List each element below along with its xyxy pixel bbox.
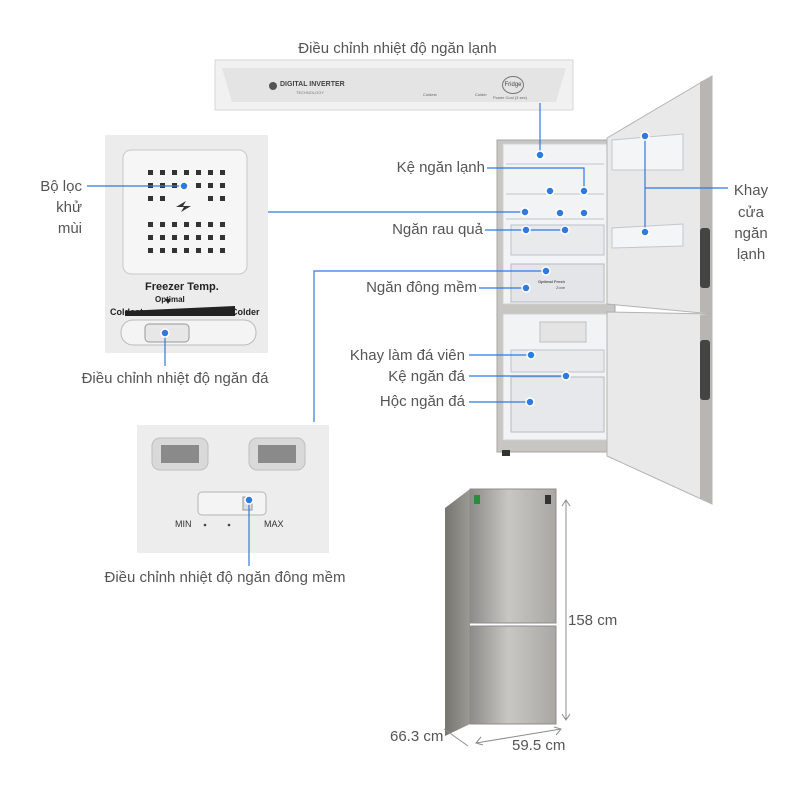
freezer-temp-panel bbox=[105, 135, 268, 353]
label-fridge-control: Điều chỉnh nhiệt độ ngăn lạnh bbox=[298, 40, 497, 57]
label-deodorizer-3: mùi bbox=[57, 220, 82, 237]
callout-dot-door-tray-bottom bbox=[640, 227, 650, 237]
label-soft-freeze: Ngăn đông mềm bbox=[366, 279, 477, 296]
callout-dots bbox=[160, 131, 650, 505]
callout-dot-deodorizer-fridge bbox=[520, 207, 530, 217]
freezer-drawer bbox=[510, 376, 605, 433]
optimal-label: Optimal bbox=[155, 295, 185, 304]
label-door-tray-1: Khay bbox=[733, 182, 769, 199]
drawer-text-line-1: Optimal Fresh bbox=[538, 279, 565, 284]
label-ice-tray: Khay làm đá viên bbox=[349, 347, 465, 364]
label-soft-freeze-control: Điều chỉnh nhiệt độ ngăn đông mềm bbox=[104, 569, 346, 586]
callout-dot-freezer-shelf bbox=[561, 371, 571, 381]
fridge-mode-button[interactable]: Fridge bbox=[502, 76, 524, 94]
callout-dot-soft-freeze bbox=[521, 283, 531, 293]
dimension-lines bbox=[443, 499, 571, 747]
label-door-tray-4: lạnh bbox=[736, 246, 766, 263]
label-deodorizer-1: Bộ lọc bbox=[40, 178, 82, 195]
callout-dot-shelf-3 bbox=[555, 208, 565, 218]
label-door-tray-3: ngăn bbox=[734, 225, 768, 242]
label-door-tray-2: cửa bbox=[738, 204, 764, 221]
label-freezer-shelf: Kệ ngăn đá bbox=[388, 368, 465, 385]
label-freezer-control: Điều chỉnh nhiệt độ ngăn đá bbox=[81, 370, 269, 387]
dimension-width: 59.5 cm bbox=[512, 737, 566, 754]
ice-tray bbox=[510, 349, 605, 373]
colder-label: Colder bbox=[231, 307, 260, 317]
power-cool-label: Power Cool (3 sec) bbox=[493, 95, 528, 100]
min-label: MIN bbox=[175, 519, 192, 529]
closed-fridge-photo bbox=[445, 488, 557, 736]
callout-dot-shelf-1 bbox=[545, 186, 555, 196]
label-deodorizer-2: khử bbox=[56, 199, 82, 216]
drawer-text-line-2: Zone bbox=[556, 285, 566, 290]
callout-dot-soft-control bbox=[244, 495, 254, 505]
freezer-door-open bbox=[606, 311, 713, 505]
panel-colder-label: Colder bbox=[475, 92, 487, 97]
label-freezer-drawer: Hộc ngăn đá bbox=[379, 393, 465, 410]
callout-dot-freezer-control bbox=[160, 328, 170, 338]
callout-dot-door-tray-top bbox=[640, 131, 650, 141]
energy-label bbox=[474, 495, 480, 504]
callout-dot-ice-tray bbox=[526, 350, 536, 360]
temp-wedge bbox=[125, 306, 235, 316]
label-fridge-shelf: Kệ ngăn lạnh bbox=[396, 159, 485, 176]
fridge-door-open bbox=[606, 75, 713, 315]
ice-maker bbox=[539, 321, 587, 343]
panel-coldest-label: Coldest bbox=[423, 92, 437, 97]
soft-freeze-drawer bbox=[510, 263, 605, 303]
freezer-temp-title: Freezer Temp. bbox=[145, 281, 219, 293]
door-handle bbox=[700, 228, 710, 288]
dimension-height: 158 cm bbox=[568, 612, 618, 629]
callout-dot-freezer-drawer bbox=[525, 397, 535, 407]
dimension-depth: 66.3 cm bbox=[390, 728, 444, 745]
callout-dot-shelf-4 bbox=[579, 208, 589, 218]
soft-freeze-panel bbox=[137, 425, 329, 553]
callout-dot-veg-2 bbox=[560, 225, 570, 235]
door-tray-top bbox=[611, 133, 684, 171]
fan-icon bbox=[176, 201, 191, 212]
brand-sub-label: TECHNOLOGY bbox=[296, 90, 325, 95]
max-label: MAX bbox=[264, 519, 284, 529]
label-veg-drawer: Ngăn rau quả bbox=[392, 221, 483, 238]
callout-dot-veg bbox=[521, 225, 531, 235]
callout-dot-shelf-2 bbox=[579, 186, 589, 196]
callout-dot-soft-freeze-top bbox=[541, 266, 551, 276]
coldest-label: Coldest bbox=[110, 307, 144, 317]
callout-lines bbox=[87, 103, 728, 566]
callout-dot-fridge-control bbox=[535, 150, 545, 160]
optimal-marker-icon bbox=[165, 299, 171, 304]
soft-slider-track bbox=[197, 491, 267, 516]
callout-dot-deodorizer bbox=[179, 181, 189, 191]
brand-label: DIGITAL INVERTER bbox=[280, 81, 345, 88]
